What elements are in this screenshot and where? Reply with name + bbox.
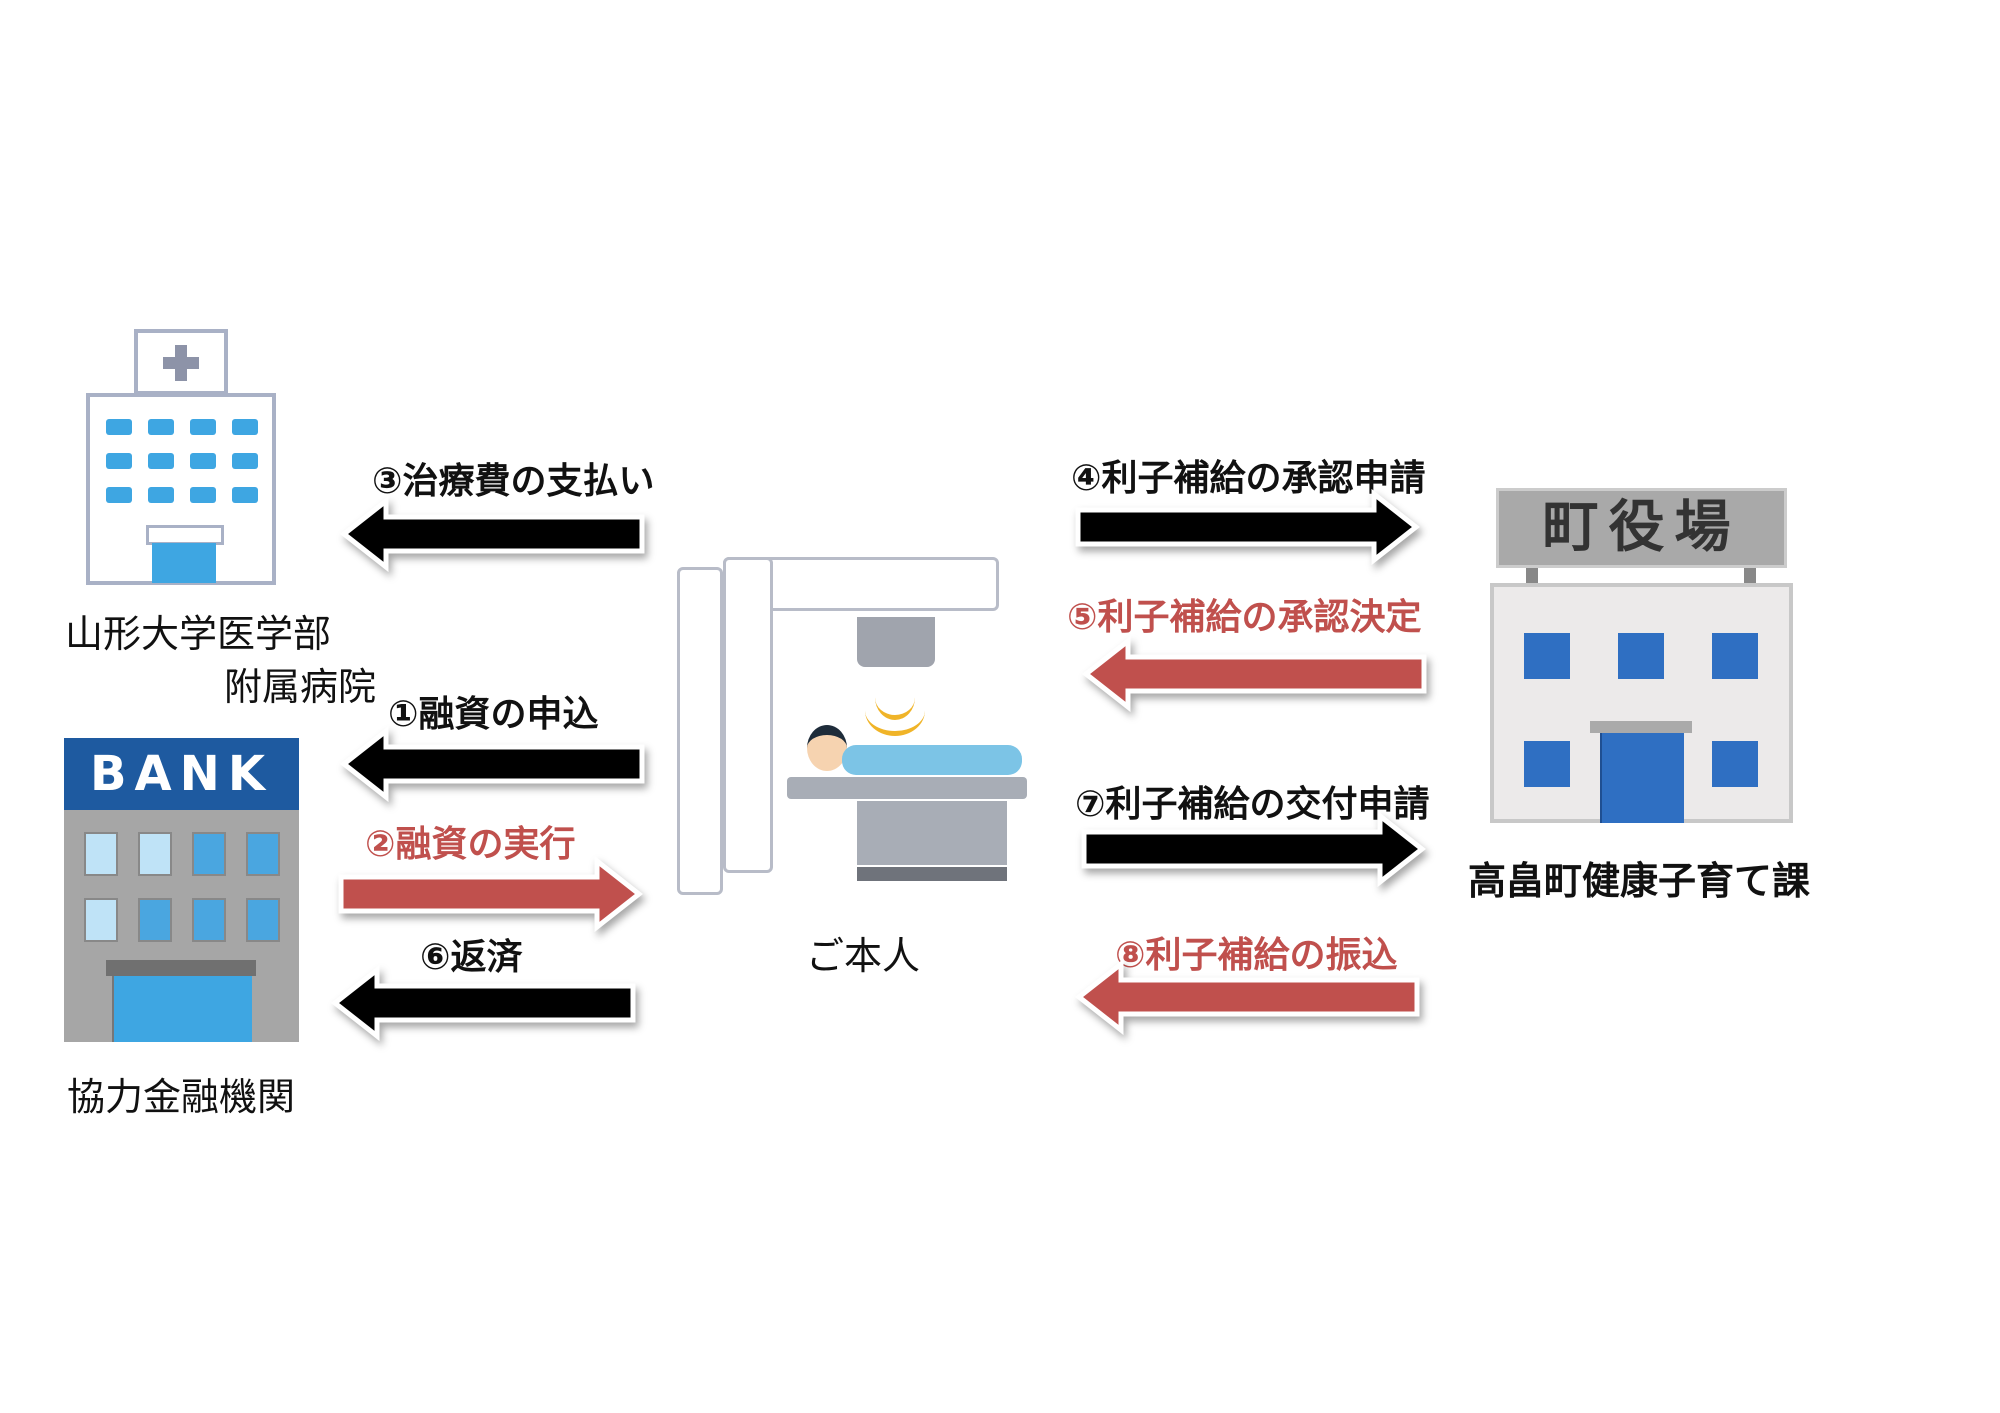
flow-label-4: ④利子補給の承認申請: [1071, 458, 1426, 499]
arrow-left-5: [1081, 635, 1427, 713]
hospital-label-line1: 山形大学医学部: [65, 612, 332, 656]
arrow-right-2: [338, 855, 644, 933]
arrow-shape: [330, 964, 636, 1042]
flow-label-6: ⑥返済: [420, 937, 523, 978]
flow-label-2: ②融資の実行: [365, 824, 576, 865]
hospital-label-line2: 附属病院: [224, 665, 377, 709]
bank-sign: BANK: [64, 738, 299, 810]
arrow-right-7: [1081, 810, 1427, 888]
arrow-left-8: [1074, 958, 1420, 1036]
arrow-shape: [1081, 810, 1427, 888]
arrow-left-3: [339, 495, 645, 573]
arrow-shape: [1075, 488, 1421, 566]
hospital-icon: [86, 329, 276, 585]
arrow-left-6: [330, 964, 636, 1042]
bank-icon: BANK: [64, 738, 299, 1042]
radiotherapy-patient-illustration: [677, 557, 1042, 895]
flow-label-5: ⑤利子補給の承認決定: [1067, 597, 1422, 638]
arrow-shape: [339, 725, 645, 803]
flow-label-1: ①融資の申込: [388, 694, 599, 735]
town-hall-sign: 町役場: [1496, 488, 1787, 568]
town-hall-label: 高畠町健康子育て課: [1468, 859, 1811, 903]
arrow-shape: [1074, 958, 1420, 1036]
arrow-left-1: [339, 725, 645, 803]
flow-label-8: ⑧利子補給の振込: [1115, 935, 1398, 976]
arrow-shape: [339, 495, 645, 573]
flow-label-3: ③治療費の支払い: [372, 461, 655, 502]
person-label: ご本人: [806, 934, 921, 978]
bank-label: 協力金融機関: [67, 1075, 296, 1119]
arrow-shape: [338, 855, 644, 933]
flow-label-7: ⑦利子補給の交付申請: [1075, 784, 1430, 825]
town-hall-icon: 町役場: [1490, 488, 1793, 823]
arrow-right-4: [1075, 488, 1421, 566]
arrow-shape: [1081, 635, 1427, 713]
